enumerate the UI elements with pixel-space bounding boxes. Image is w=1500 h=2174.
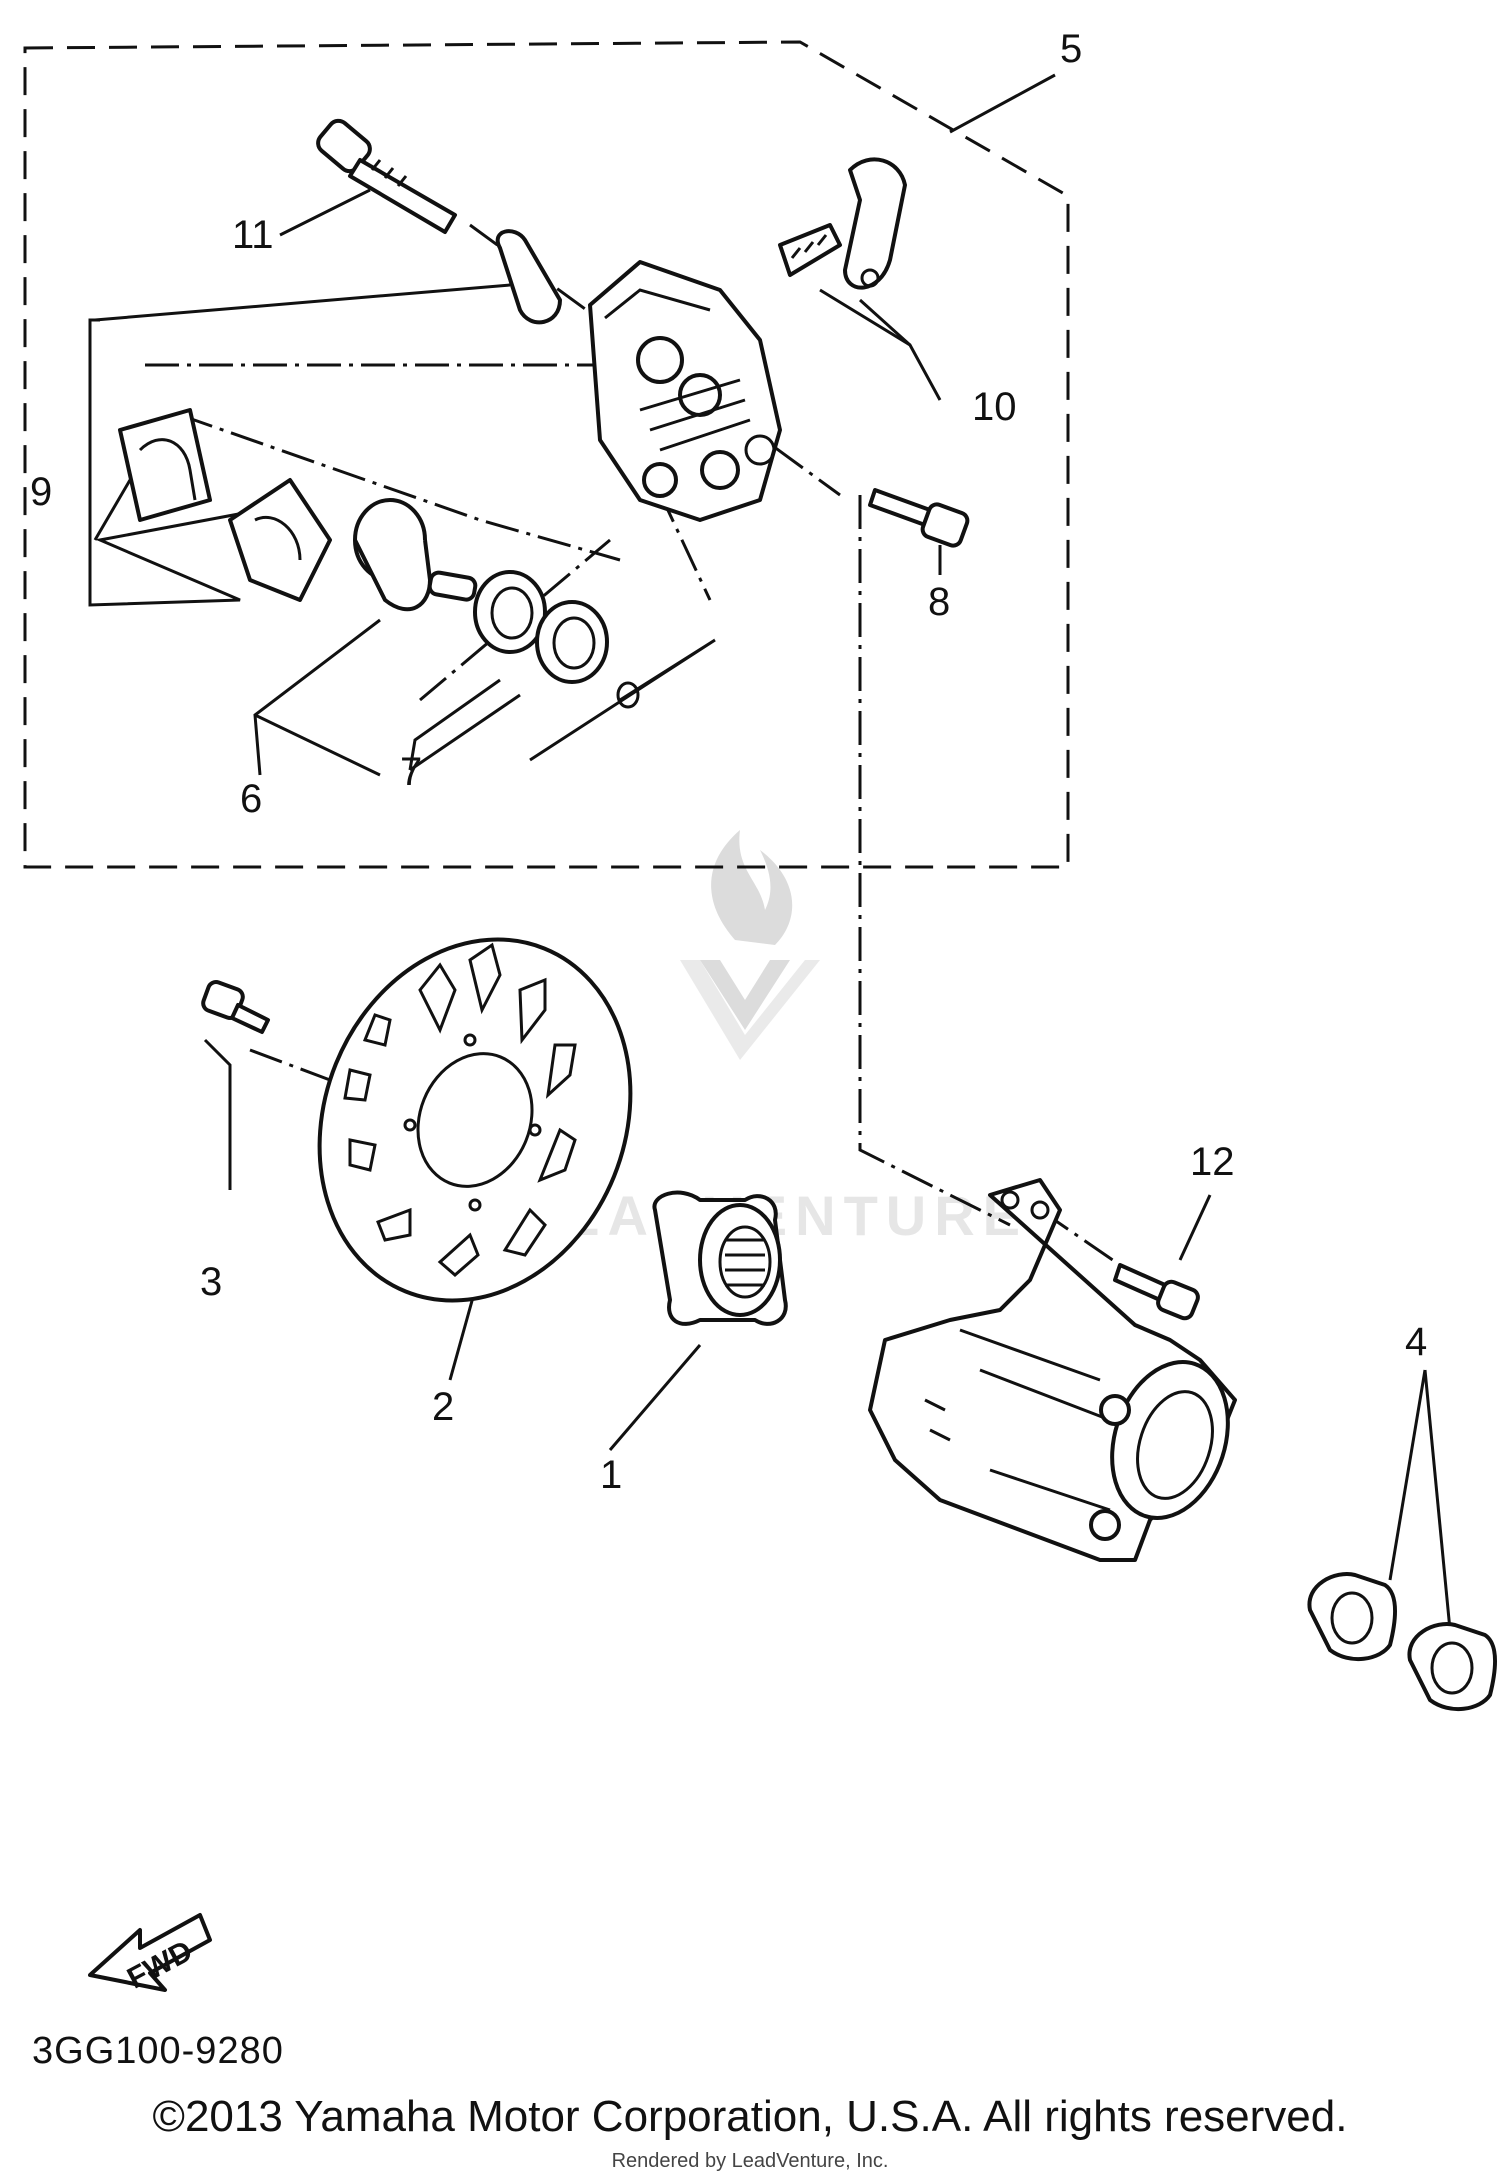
callout-8: 8 [928, 580, 950, 624]
callout-6: 6 [240, 777, 262, 821]
caliper-mounting-bolt [868, 488, 970, 548]
brake-disc [317, 937, 633, 1303]
callout-9: 9 [30, 470, 52, 514]
leader-lines [88, 73, 1452, 1631]
piston-seals [473, 570, 640, 709]
caliper-body [588, 260, 782, 522]
wheel-hub [652, 1190, 788, 1326]
diagram-reference-code: 3GG100-9280 [32, 2030, 284, 2072]
axle-lock-nuts [1307, 1572, 1497, 1712]
brake-pad-set [118, 408, 332, 602]
brake-caliper-bracket-housing [868, 1178, 1237, 1562]
callout-5: 5 [1060, 27, 1082, 71]
callout-1: 1 [600, 1453, 622, 1497]
bracket-bolt [1113, 1263, 1200, 1321]
callout-10: 10 [972, 385, 1017, 429]
forward-direction-arrow: FWD [88, 1913, 212, 1996]
disc-bolt [201, 980, 270, 1034]
watermark-logo [680, 830, 820, 1060]
callout-3: 3 [200, 1260, 222, 1304]
callout-11: 11 [232, 213, 274, 257]
callout-4: 4 [1405, 1320, 1427, 1364]
caliper-piston [353, 498, 478, 612]
callout-7: 7 [400, 750, 422, 794]
bleed-screw-and-cover [778, 157, 907, 290]
callout-2: 2 [432, 1385, 454, 1429]
rendered-by-notice: Rendered by LeadVenture, Inc. [611, 2150, 889, 2172]
caliper-assembly-boundary [23, 40, 1070, 869]
copyright-notice: ©2013 Yamaha Motor Corporation, U.S.A. A… [152, 2092, 1348, 2141]
caliper-pin-bolt [316, 118, 457, 234]
callout-12: 12 [1190, 1140, 1235, 1184]
pin-bracket [495, 229, 562, 325]
